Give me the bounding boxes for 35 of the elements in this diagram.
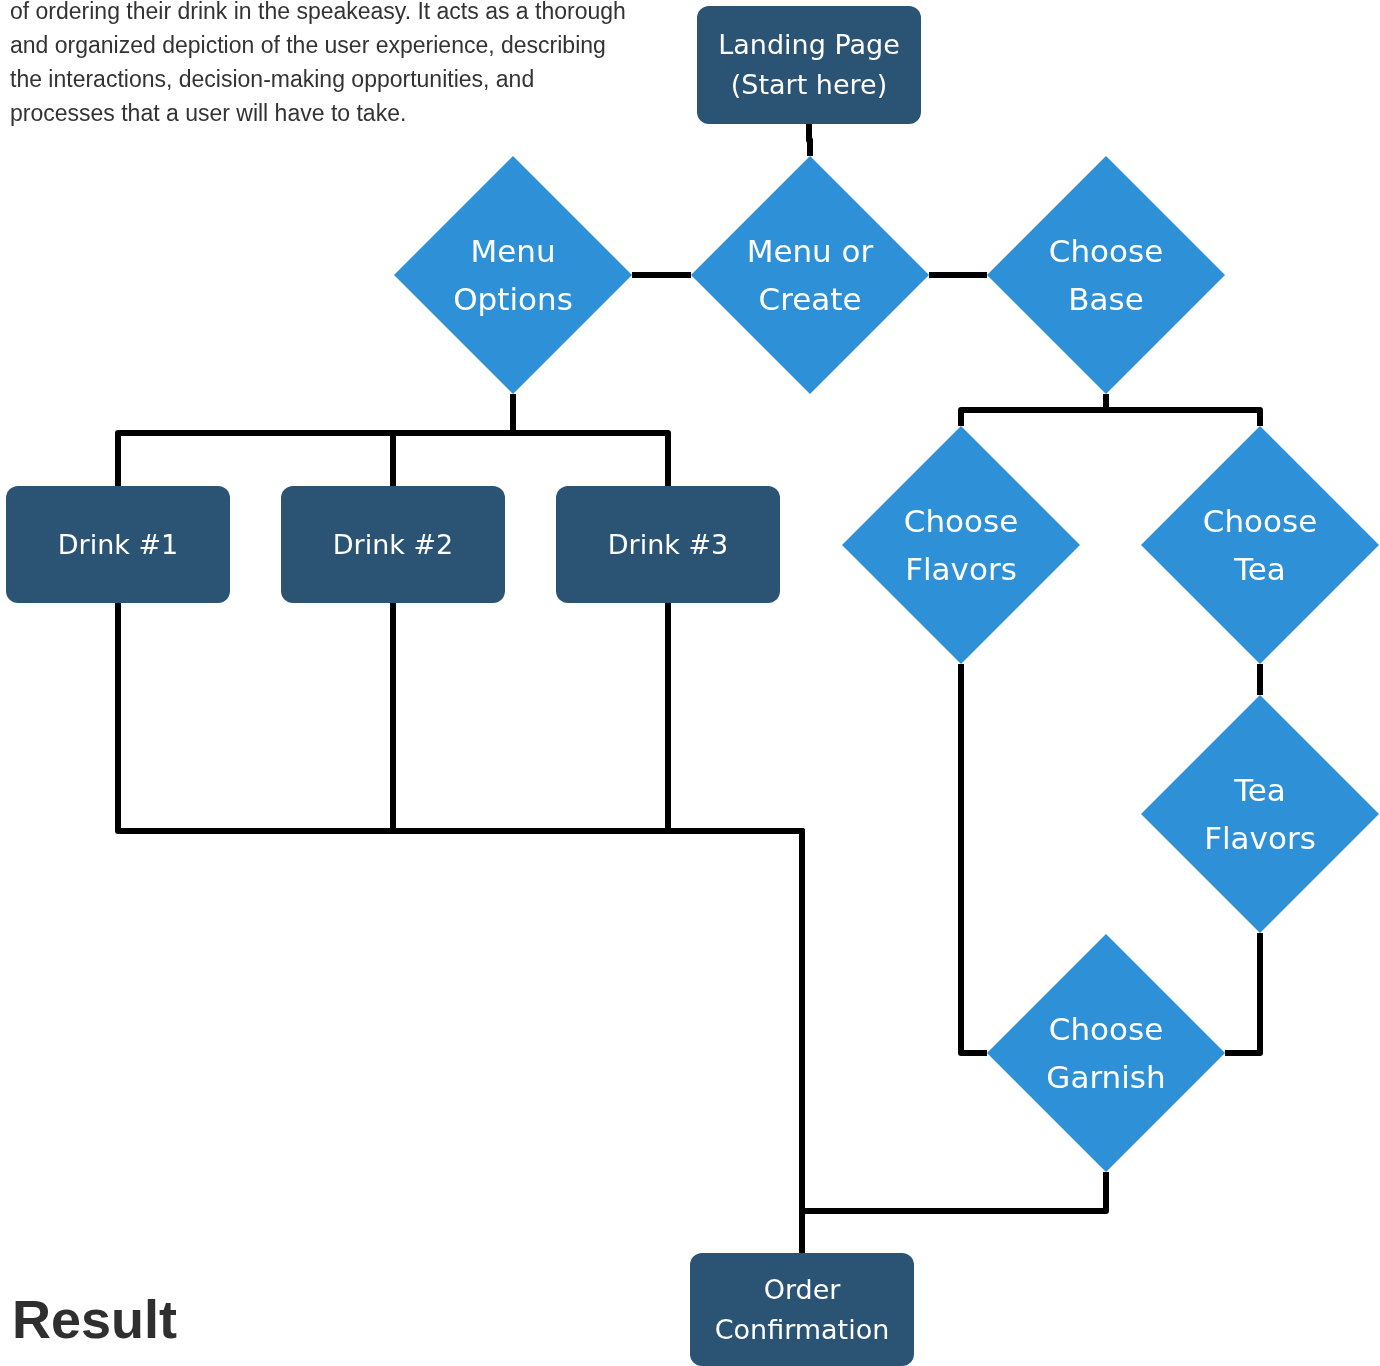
decision-diamond <box>1141 426 1379 664</box>
decision-diamond <box>987 934 1225 1172</box>
process-box <box>6 486 230 603</box>
node-label: Tea Flavors <box>1203 771 1317 858</box>
connector-line <box>958 664 987 1056</box>
connector-line <box>929 272 987 278</box>
node-label: Drink #1 <box>56 527 180 562</box>
decision-diamond <box>987 156 1225 394</box>
process-box <box>697 6 921 124</box>
connector-line <box>1225 933 1263 1056</box>
decision-diamond <box>394 156 632 394</box>
node-label: Landing Page (Start here) <box>717 28 901 102</box>
section-heading: Result <box>12 1288 179 1350</box>
connector-line <box>1103 394 1263 426</box>
node-label: Choose Base <box>1047 232 1165 319</box>
node-label: Choose Flavors <box>902 502 1020 589</box>
connector-line <box>510 394 671 486</box>
node-label: Choose Tea <box>1201 502 1319 589</box>
decision-diamond <box>842 426 1080 664</box>
node-label: Menu or Create <box>745 232 875 319</box>
node-label: Choose Garnish <box>1045 1010 1167 1097</box>
process-box <box>556 486 780 603</box>
connector-line <box>799 1172 1109 1253</box>
connector-line <box>632 272 691 278</box>
process-box <box>281 486 505 603</box>
node-label: Menu Options <box>452 232 574 319</box>
connector-line <box>1257 664 1263 695</box>
description-paragraph: of ordering their drink in the speakeasy. It acts as a thorough and organized depiction of the user experience, describing the interactions, decision-making opportunities, and processes that a user will have to take. <box>10 0 627 128</box>
decision-diamond <box>1141 695 1379 933</box>
process-box <box>690 1253 914 1366</box>
node-label: Order Confirmation <box>713 1272 891 1347</box>
decision-diamond <box>691 156 929 394</box>
node-label: Drink #3 <box>606 527 730 562</box>
node-label: Drink #2 <box>331 527 455 562</box>
connector-line <box>806 124 813 156</box>
